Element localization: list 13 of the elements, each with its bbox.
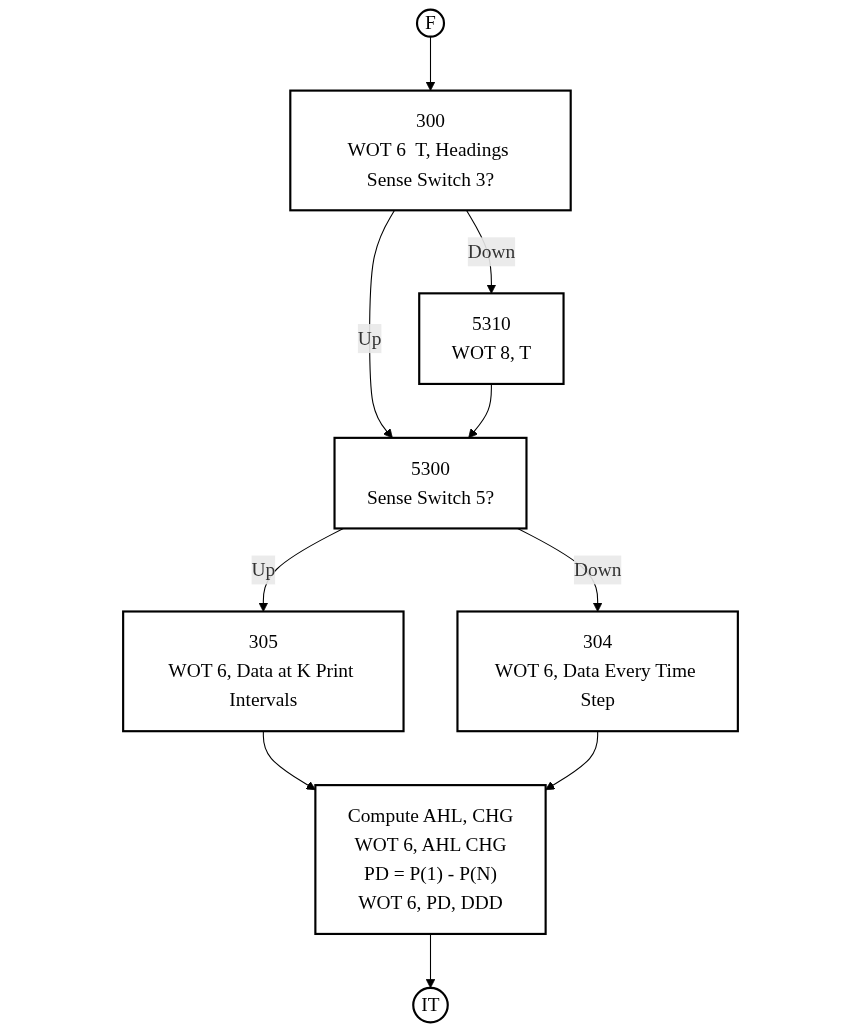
edge-label: Down xyxy=(467,240,516,263)
arrow xyxy=(425,933,436,989)
edge-label: Up xyxy=(357,327,382,349)
node-circle: IT xyxy=(412,986,449,1024)
node-circle: F xyxy=(415,8,446,38)
node-box: 304 WOT 6, Data Every Time Step xyxy=(456,610,739,733)
edge-label: Up xyxy=(251,558,276,581)
node-box: 5310 WOT 8, T xyxy=(418,292,565,385)
node-box: 305 WOT 6, Data at K Print Intervals xyxy=(122,610,405,733)
node-box: 5300 Sense Switch 5? xyxy=(333,436,528,530)
edge-label: Down xyxy=(573,558,622,581)
node-box: Compute AHL, CHG WOT 6, AHL CHG PD = P(1) - P(N) WOT 6, PD, DDD xyxy=(314,784,547,936)
node-box: 300 WOT 6 T, Headings Sense Switch 3? xyxy=(289,89,572,212)
